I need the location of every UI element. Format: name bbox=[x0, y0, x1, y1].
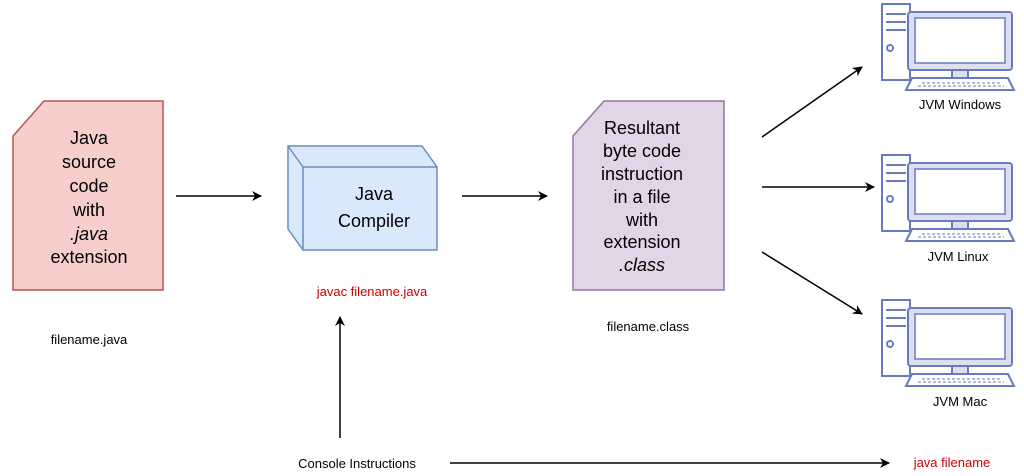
source-line-1: Java bbox=[70, 128, 109, 148]
source-line-3: code bbox=[69, 176, 108, 196]
class-file-document: Resultant byte code instruction in a fil… bbox=[572, 100, 725, 291]
jvm-mac-label: JVM Mac bbox=[933, 394, 988, 409]
desktop-computer-icon bbox=[881, 299, 1015, 387]
class-line-3: instruction bbox=[601, 164, 683, 184]
javac-command: javac filename.java bbox=[316, 284, 428, 299]
compiler-line-2: Compiler bbox=[338, 211, 410, 231]
arrow-to-jvm-mac bbox=[761, 251, 863, 315]
class-line-5: with bbox=[625, 210, 658, 230]
class-filename-caption: filename.class bbox=[607, 319, 690, 334]
java-run-command: java filename bbox=[913, 455, 991, 470]
arrow-to-jvm-windows bbox=[761, 66, 863, 138]
java-source-document: Java source code with .java extension bbox=[12, 100, 164, 291]
desktop-computer-icon bbox=[881, 154, 1015, 242]
java-compiler-box: Java Compiler bbox=[287, 145, 438, 251]
console-instructions-label: Console Instructions bbox=[298, 456, 416, 471]
source-line-5: .java bbox=[70, 224, 108, 244]
class-line-1: Resultant bbox=[604, 118, 680, 138]
jvm-linux-label: JVM Linux bbox=[928, 249, 989, 264]
source-line-6: extension bbox=[50, 247, 127, 267]
desktop-computer-icon bbox=[881, 3, 1015, 91]
class-line-4: in a file bbox=[613, 187, 670, 207]
source-line-2: source bbox=[62, 152, 116, 172]
class-line-2: byte code bbox=[603, 141, 681, 161]
compiler-line-1: Java bbox=[355, 184, 394, 204]
source-line-4: with bbox=[72, 200, 105, 220]
class-line-6: extension bbox=[603, 232, 680, 252]
jvm-windows-label: JVM Windows bbox=[919, 97, 1002, 112]
class-line-7: .class bbox=[619, 255, 665, 275]
source-filename-caption: filename.java bbox=[51, 332, 128, 347]
